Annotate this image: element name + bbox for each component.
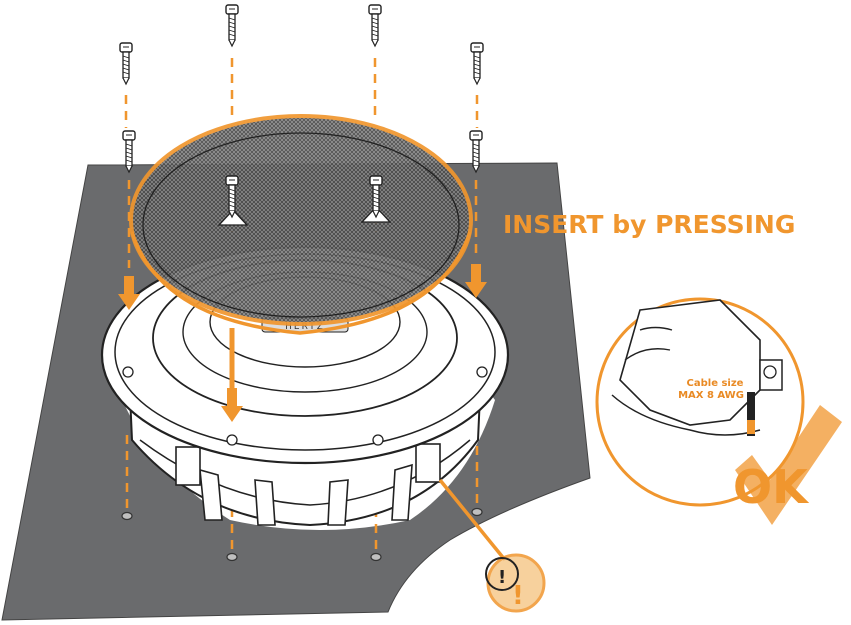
cable (747, 392, 755, 436)
right-terminal (415, 443, 441, 483)
cable-gauge-label: MAX 8 AWG (678, 390, 744, 401)
warning-exclamation-icon: ! ! (485, 553, 546, 613)
insert-instruction: INSERT by PRESSING (503, 210, 795, 239)
cable-size-label: Cable size (687, 378, 744, 389)
brand-label: HERTZ (285, 322, 325, 332)
grille (129, 114, 473, 335)
detail-callout: Cable size MAX 8 AWG OK (595, 297, 842, 525)
check-icon (735, 405, 842, 525)
warning-symbol: ! (512, 581, 524, 611)
ok-label: OK (733, 460, 810, 514)
left-terminal (175, 446, 201, 486)
warning-symbol-small: ! (498, 567, 506, 588)
mounting-holes (121, 507, 483, 562)
warning-pointer (438, 478, 507, 562)
